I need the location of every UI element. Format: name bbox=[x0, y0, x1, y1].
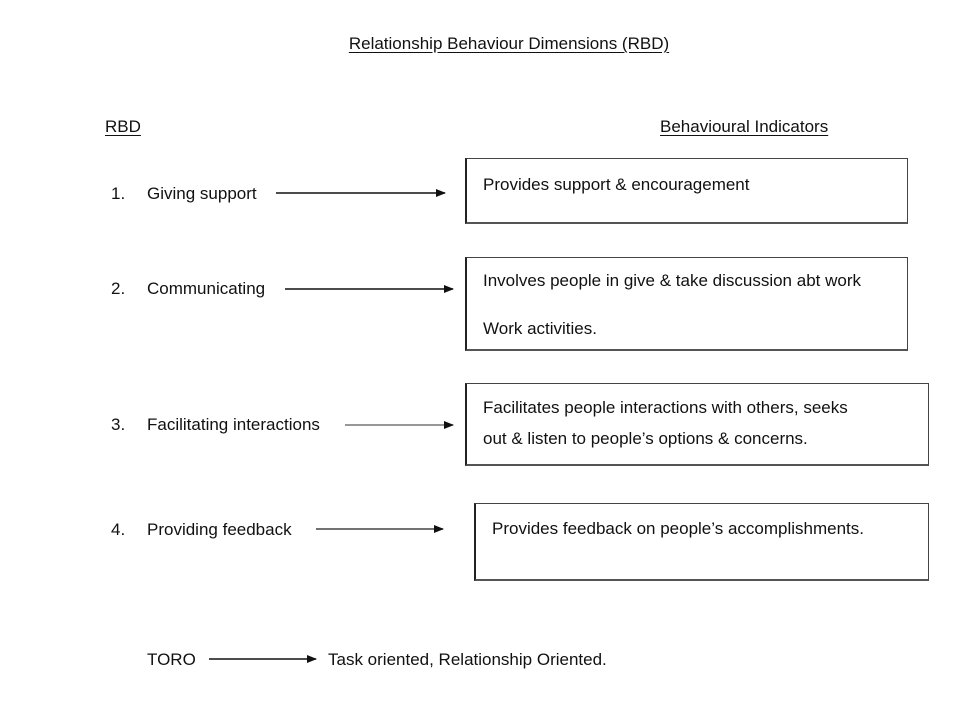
dimension-number-4: 4. bbox=[111, 520, 126, 539]
indicator-1-line-1: Provides support & encouragement bbox=[483, 175, 750, 194]
indicator-3-line-2: out & listen to people’s options & conce… bbox=[483, 429, 808, 448]
indicator-2-line-1: Involves people in give & take discussio… bbox=[483, 271, 861, 290]
indicator-2-line-2: Work activities. bbox=[483, 319, 597, 338]
dimension-number-2: 2. bbox=[111, 279, 126, 298]
dimension-label-giving-support: Giving support bbox=[147, 184, 257, 203]
rbd-column-heading: RBD bbox=[105, 117, 141, 136]
indicator-box-1: Provides support & encouragement bbox=[465, 158, 908, 224]
dimension-label-providing-feedback: Providing feedback bbox=[147, 520, 292, 539]
indicator-box-2: Involves people in give & take discussio… bbox=[465, 257, 908, 351]
dimension-number-1: 1. bbox=[111, 184, 126, 203]
toro-definition: Task oriented, Relationship Oriented. bbox=[328, 650, 607, 669]
dimension-number-3: 3. bbox=[111, 415, 126, 434]
indicator-3-line-1: Facilitates people interactions with oth… bbox=[483, 398, 848, 417]
indicator-box-4: Provides feedback on people’s accomplish… bbox=[474, 503, 929, 581]
dimension-label-communicating: Communicating bbox=[147, 279, 266, 298]
toro-term: TORO bbox=[147, 650, 196, 669]
indicator-4-line-1: Provides feedback on people’s accomplish… bbox=[492, 519, 865, 538]
indicators-column-heading: Behavioural Indicators bbox=[660, 117, 829, 136]
diagram-title: Relationship Behaviour Dimensions (RBD) bbox=[348, 34, 670, 53]
indicator-box-3: Facilitates people interactions with oth… bbox=[465, 383, 929, 466]
dimension-label-facilitating-interactions: Facilitating interactions bbox=[147, 415, 320, 434]
